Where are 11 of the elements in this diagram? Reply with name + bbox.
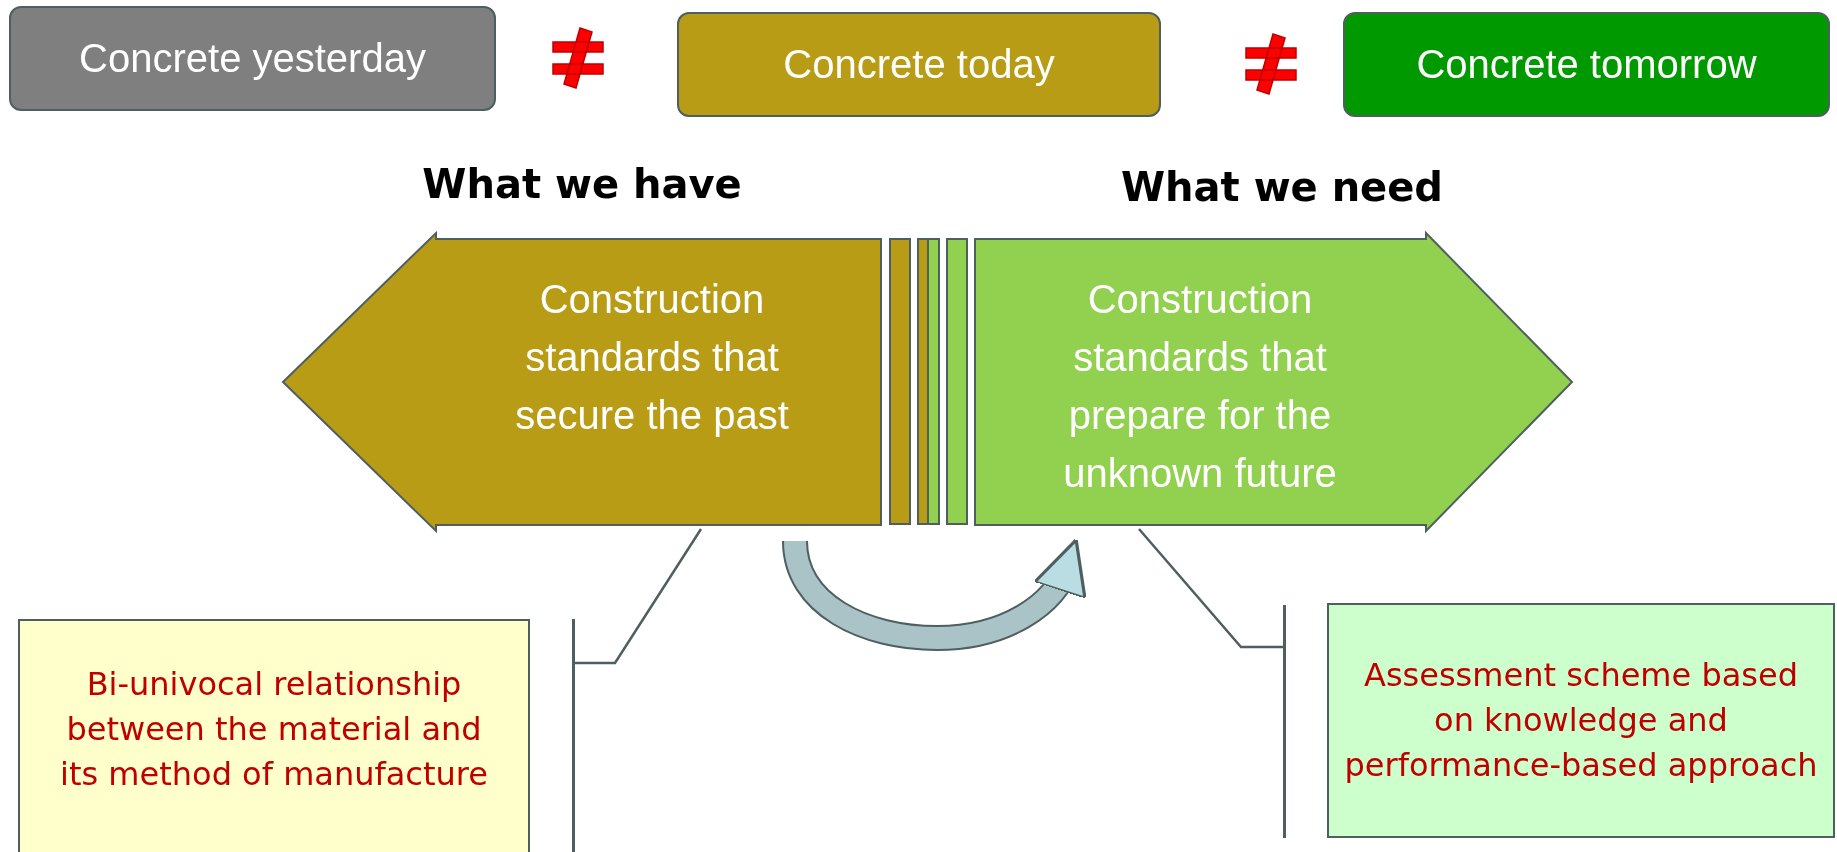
title-box: Concrete today (677, 12, 1161, 117)
bracket-line (1283, 605, 1286, 838)
arrow-text: Construction standards that secure the past (514, 276, 790, 439)
arrow-text: Construction standards that prepare for the unknown future (1062, 276, 1338, 497)
note-box: Bi-univocal relationship between the material and its method of manufacture (18, 619, 530, 852)
heading: What we need (1121, 164, 1443, 210)
heading: What we have (422, 161, 742, 207)
note-box: Assessment scheme based on knowledge and performance-based approach (1327, 603, 1835, 838)
bracket-line (572, 619, 575, 852)
title-box: Concrete tomorrow (1343, 12, 1830, 117)
title-box: Concrete yesterday (9, 6, 496, 111)
